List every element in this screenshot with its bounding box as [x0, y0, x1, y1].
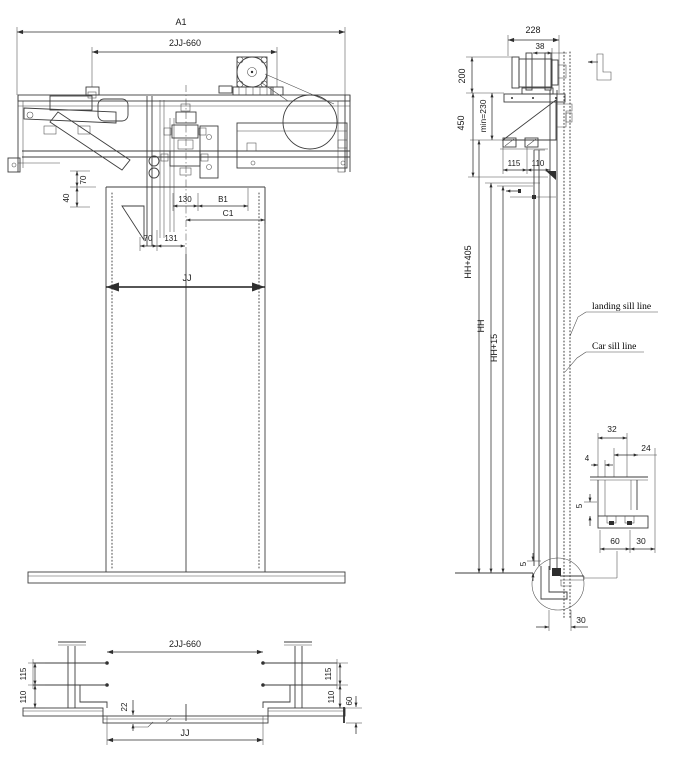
door-panel-side: [533, 149, 545, 566]
roller: [148, 167, 160, 179]
detail-dim-30-label: 30: [636, 536, 646, 546]
dim-115-right-label: 115: [324, 667, 333, 680]
track-left-bracket: [7, 157, 21, 173]
detail-circle: 5: [519, 551, 618, 611]
gusset-plate: [501, 99, 557, 141]
motor-side: [503, 52, 567, 103]
dim-hh405-label: HH+405: [463, 245, 473, 278]
dim-c1-label: C1: [223, 208, 234, 218]
dim-2jj660-label: 2JJ-660: [169, 38, 201, 48]
dim-115-side-label: 115: [508, 159, 521, 168]
sensor-bracket: [596, 53, 612, 81]
sill-extrusion: [597, 515, 649, 529]
dim-110-side-label: 110: [532, 159, 545, 168]
dim-b1-label: B1: [218, 195, 228, 204]
dim-min230: min=230: [470, 93, 512, 141]
detail-dim-60-label: 60: [610, 536, 620, 546]
motor-pulley: [236, 56, 268, 88]
header-corner-marker: [546, 171, 556, 180]
detail-dim-32-label: 32: [607, 424, 617, 434]
dim-hh15-label: HH+15: [489, 334, 499, 362]
detail-dim-5-label: 5: [575, 503, 584, 508]
dim-60-right-label: 60: [345, 696, 354, 705]
belt-line: [261, 82, 289, 102]
roller: [148, 155, 160, 167]
dim-70-131: 70 131: [139, 230, 185, 251]
jamb-return-left: [79, 685, 108, 708]
dim-2jj660-plan-label: 2JJ-660: [169, 639, 201, 649]
dim-40-70: 70 40: [62, 170, 96, 208]
dim-jj-label: JJ: [183, 273, 192, 283]
linkage-diagonal-arm: [49, 111, 131, 171]
landing-sill-line-label: landing sill line: [592, 302, 651, 312]
door-panels: [105, 186, 266, 572]
dim-115-110-side: 115 110: [502, 147, 550, 174]
linkage-arm: [23, 107, 117, 124]
dim-131-label: 131: [164, 234, 178, 243]
detail-dim-24-label: 24: [641, 443, 651, 453]
dim-22: 22: [120, 700, 172, 731]
belt-line: [264, 73, 335, 105]
dim-jj: JJ: [106, 273, 265, 292]
dim-130-b1-c1: 130 B1 C1: [172, 188, 266, 224]
dim-2jj660-plan: 2JJ-660: [105, 639, 265, 687]
dim-30-bottom: 30: [536, 610, 588, 631]
dim-110-left-label: 110: [19, 690, 28, 703]
dim-min230-label: min=230: [478, 99, 488, 132]
track-assembly: [7, 94, 351, 173]
sill-lines: landing sill line Car sill line: [563, 51, 658, 619]
jamb-return-right: [262, 685, 291, 708]
dim-130-label: 130: [178, 195, 192, 204]
dim-38-label: 38: [536, 42, 545, 51]
dim-450-label: 450: [456, 115, 466, 130]
dim-40-label: 40: [62, 193, 71, 202]
dim-228: 228: [507, 25, 560, 93]
dim-200-label: 200: [457, 68, 467, 83]
left-linkage: [23, 91, 160, 242]
dim-a1-label: A1: [175, 17, 186, 27]
dim-2jj660: 2JJ-660: [85, 38, 284, 96]
floor-line: [27, 571, 346, 584]
vertical-dims: HH+405 HH HH+15: [455, 140, 540, 574]
drive-pulley: [261, 73, 338, 150]
sill-support-bracket: [540, 566, 568, 600]
dim-5-circle-label: 5: [519, 561, 528, 566]
center-hanger: [146, 85, 219, 254]
dim-110-right-label: 110: [327, 690, 336, 703]
motor-unit: [218, 56, 274, 96]
frame-rails: [32, 659, 338, 708]
dim-jj-plan: JJ: [106, 716, 264, 745]
dim-228-label: 228: [525, 25, 540, 35]
dim-30-bottom-label: 30: [576, 615, 586, 625]
plan-view: 2JJ-660: [19, 639, 362, 745]
dim-200: 200: [457, 56, 512, 94]
detail-dim-4-label: 4: [585, 454, 590, 463]
dim-115-110-left: 115 110: [19, 662, 45, 709]
door-vane: [121, 205, 145, 242]
side-view: 228 38 200: [455, 25, 658, 631]
dim-22-label: 22: [120, 702, 129, 711]
car-sill-line-label: Car sill line: [592, 342, 636, 352]
dim-450: 450: [456, 93, 548, 178]
frame-posts: [58, 641, 312, 708]
dim-115-110-60-right: 115 110 60: [324, 662, 362, 734]
dim-jj-plan-label: JJ: [181, 728, 190, 738]
dim-70-left-label: 70: [79, 175, 88, 184]
dim-70-bottom-label: 70: [144, 234, 153, 243]
front-view: A1 2JJ-660: [7, 17, 351, 584]
dim-a1: A1: [16, 17, 346, 95]
sill-plan: [22, 704, 346, 724]
sill-section-detail: 32 24 4 5: [575, 424, 657, 553]
dim-hh-label: HH: [476, 320, 486, 333]
dim-115-left-label: 115: [19, 667, 28, 680]
motor-mount-plate: [503, 93, 566, 103]
